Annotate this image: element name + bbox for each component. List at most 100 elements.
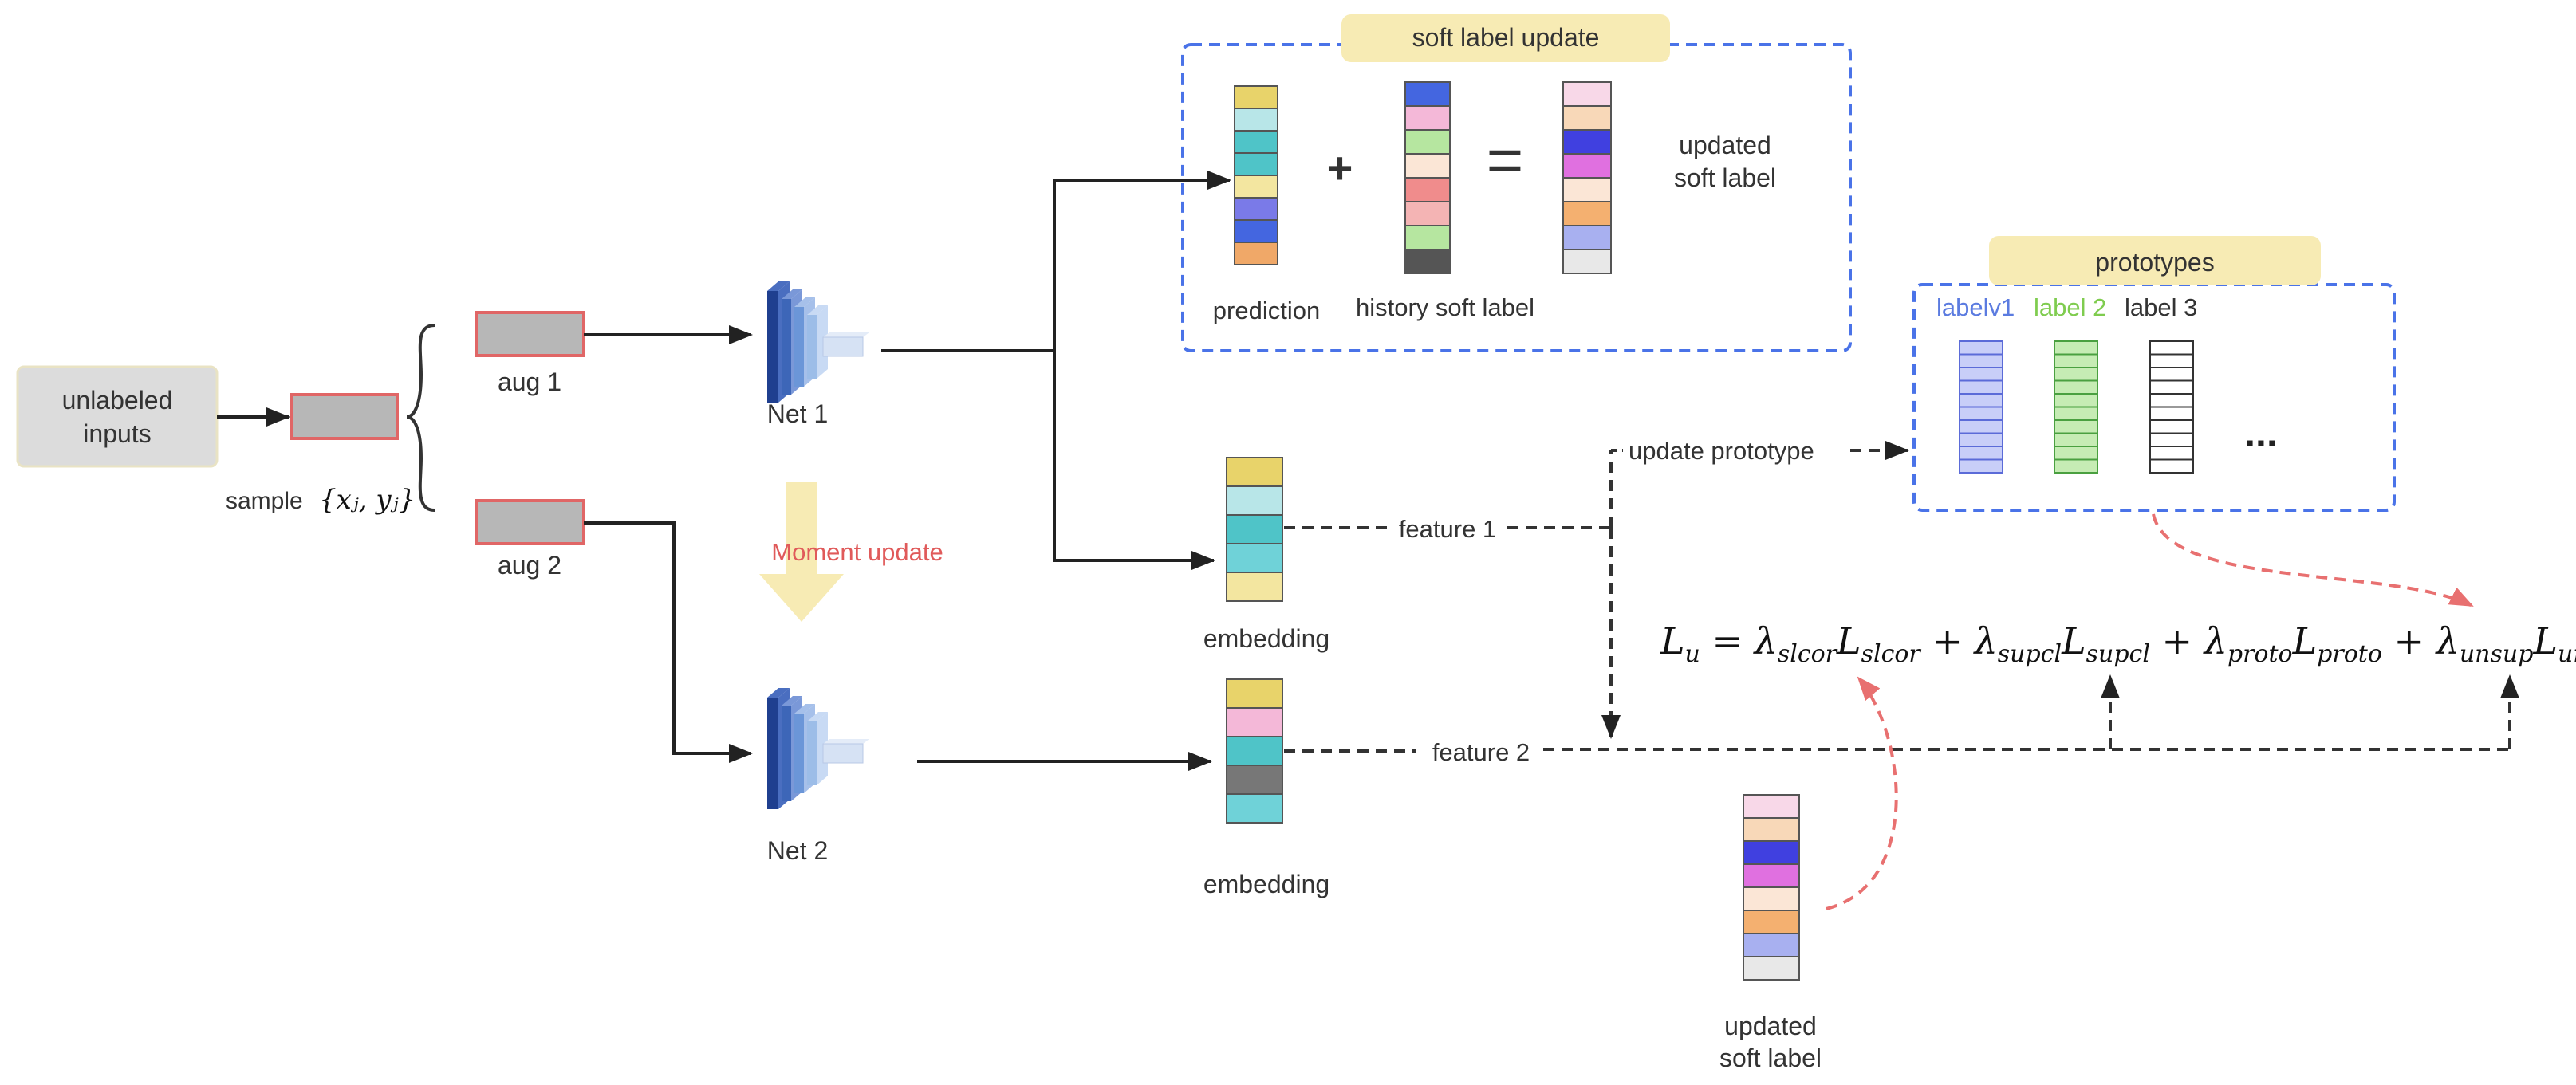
- prototype-columns: [1959, 340, 2194, 474]
- updated-cell: [1562, 153, 1612, 179]
- prototype-label-1: labelv1: [1936, 293, 2015, 321]
- cnn-layer-side: [817, 712, 828, 785]
- aug1-label: aug 1: [498, 368, 561, 396]
- cnn-layer-top: [794, 297, 815, 307]
- updated-cell: [1562, 225, 1612, 250]
- prototype-cell: [1959, 446, 2003, 461]
- prototype-cell: [2054, 458, 2098, 474]
- unlabeled-inputs-box: unlabeled inputs: [16, 365, 219, 468]
- sample-prefix: sample: [226, 488, 303, 514]
- prototype-cell: [2149, 367, 2194, 382]
- cnn-layer-front: [794, 307, 804, 387]
- prototype-cell: [2149, 432, 2194, 447]
- bottom-soft-label-cell: [1743, 863, 1800, 888]
- embedding1-cell: [1226, 457, 1283, 487]
- prototype-cell: [2054, 367, 2098, 382]
- updated-cell: [1562, 177, 1612, 202]
- embedding2-cell: [1226, 793, 1283, 824]
- prototype-cell: [1959, 353, 2003, 368]
- prediction-cell: [1234, 130, 1278, 154]
- prototype-cell: [2054, 393, 2098, 408]
- prediction-label: prediction: [1213, 297, 1320, 324]
- updated-label-line1: updated: [1679, 131, 1771, 159]
- aug2-box: [475, 499, 585, 545]
- prototype-cell: [1959, 379, 2003, 395]
- embedding2-stack: [1226, 678, 1283, 824]
- cnn-layer-front: [807, 315, 817, 379]
- cnn-layer-top: [767, 281, 790, 291]
- history-soft-label-stack: [1404, 81, 1451, 274]
- prototype-cell: [2149, 379, 2194, 395]
- updated-cell: [1562, 129, 1612, 155]
- embedding1-cell: [1226, 514, 1283, 544]
- sample-label: sample {xⱼ, yⱼ}: [226, 484, 416, 516]
- bottom-soft-label-cell: [1743, 794, 1800, 819]
- history-cell: [1404, 177, 1451, 202]
- bottom-soft-label-cell: [1743, 933, 1800, 957]
- plus-sign: +: [1327, 143, 1353, 193]
- history-cell: [1404, 225, 1451, 250]
- prototype-cell: [2054, 406, 2098, 421]
- cnn-layer-top: [782, 696, 802, 706]
- prediction-cell: [1234, 175, 1278, 199]
- prototype-label-3: label 3: [2125, 293, 2197, 321]
- prototype-cell: [2149, 406, 2194, 421]
- bottom-soft-label-cell: [1743, 910, 1800, 934]
- prototype-cell: [2149, 353, 2194, 368]
- history-cell: [1404, 249, 1451, 274]
- prototype-cell: [2054, 353, 2098, 368]
- prototype-cell: [1959, 419, 2003, 434]
- split-brace: [406, 324, 435, 512]
- prototype-cell: [2149, 393, 2194, 408]
- aug2-to-net2-arrow: [584, 521, 753, 763]
- net1-cnn-icon: [767, 281, 869, 403]
- updated-cell: [1562, 201, 1612, 226]
- prototype-cell: [1959, 406, 2003, 421]
- cnn-layer-top: [767, 688, 790, 698]
- cnn-layer-side: [817, 305, 828, 379]
- cnn-layer-front: [807, 721, 817, 785]
- cnn-layer-top: [794, 704, 815, 714]
- cnn-layer-top: [807, 712, 828, 721]
- soft-label-to-slcor-arrow: [1826, 676, 1898, 910]
- cnn-fc-front: [822, 743, 864, 764]
- embedding1-label: embedding: [1203, 624, 1329, 653]
- prototype-cell: [2054, 432, 2098, 447]
- embedding1-cell: [1226, 543, 1283, 573]
- embedding1-cell: [1226, 485, 1283, 516]
- cnn-layer-front: [767, 698, 778, 809]
- history-cell: [1404, 153, 1451, 179]
- sample-box: [290, 393, 399, 440]
- bottom-updated-line2: soft label: [1719, 1044, 1822, 1072]
- prototype-cell: [1959, 432, 2003, 447]
- embedding2-cell: [1226, 707, 1283, 737]
- loss-formula: Lu = λslcorLslcor + λsupclLsupcl + λprot…: [1660, 619, 2576, 668]
- embedding2-cell: [1226, 678, 1283, 709]
- prototypes-tag: [1989, 236, 2321, 285]
- bottom-soft-label-cell: [1743, 956, 1800, 981]
- history-cell: [1404, 81, 1451, 107]
- history-label: history soft label: [1356, 293, 1534, 321]
- net1-label: Net 1: [767, 399, 828, 428]
- prototypes-title: prototypes: [2095, 248, 2214, 277]
- prediction-stack: [1234, 85, 1278, 265]
- bottom-updated-soft-label-stack: [1743, 794, 1800, 981]
- prototype-cell: [2054, 419, 2098, 434]
- net2-cnn-icon: [767, 688, 869, 809]
- equals-sign: =: [1487, 124, 1524, 195]
- prediction-cell: [1234, 85, 1278, 109]
- embedding1-stack: [1226, 457, 1283, 602]
- embedding2-cell: [1226, 765, 1283, 795]
- prediction-cell: [1234, 108, 1278, 132]
- embedding2-cell: [1226, 736, 1283, 766]
- cnn-layer-front: [767, 291, 778, 403]
- cnn-layer-front: [782, 299, 791, 395]
- embedding1-cell: [1226, 572, 1283, 602]
- history-cell: [1404, 129, 1451, 155]
- net2-label: Net 2: [767, 836, 828, 865]
- prototype-cell: [2149, 458, 2194, 474]
- prototype-cell: [2149, 419, 2194, 434]
- input-label-line1: unlabeled: [62, 386, 173, 415]
- sample-math: {xⱼ, yⱼ}: [319, 484, 416, 516]
